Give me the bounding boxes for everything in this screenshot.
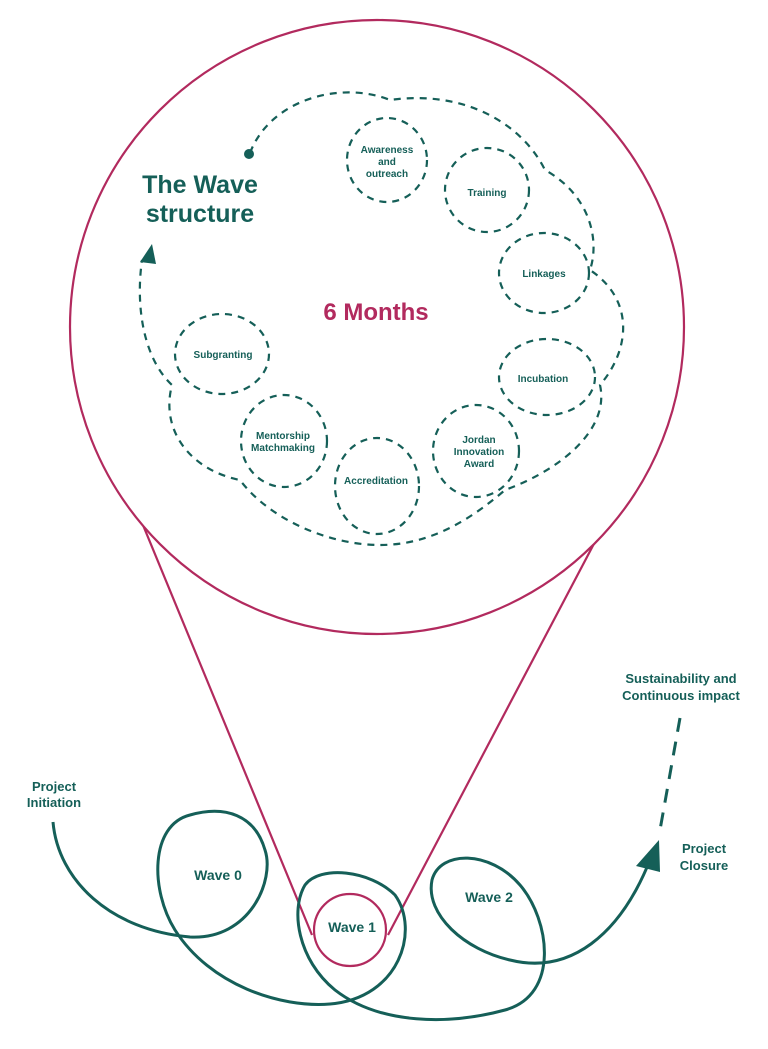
- duration-label: 6 Months: [323, 299, 428, 326]
- wave1-zoom-circle: [312, 892, 388, 968]
- accreditation-loop: [333, 436, 421, 536]
- mentorship-label-1: Mentorship: [256, 431, 310, 442]
- incubation-label: Incubation: [518, 374, 569, 385]
- zoom-line-left: [115, 461, 314, 936]
- wave-loop-path: [138, 91, 625, 547]
- subgranting-loop: [173, 312, 271, 396]
- sustainability-dashes: [658, 717, 682, 831]
- timeline-path: [51, 809, 652, 1021]
- linkages-loop: [497, 231, 591, 315]
- closure-label-1: Project: [682, 841, 727, 856]
- wave0-label: Wave 0: [194, 867, 242, 883]
- mentorship-label-2: Matchmaking: [251, 443, 315, 454]
- initiation-label-2: Initiation: [27, 795, 81, 810]
- wave2-label: Wave 2: [465, 889, 513, 905]
- incubation-loop: [497, 337, 597, 417]
- awareness-label-3: outreach: [366, 169, 408, 180]
- awareness-loop: [345, 116, 429, 204]
- awareness-label-2: and: [378, 157, 396, 168]
- sustainability-label-2: Continuous impact: [622, 688, 740, 703]
- award-loop: [431, 403, 521, 499]
- title-line-2: structure: [146, 200, 254, 228]
- initiation-label-1: Project: [32, 779, 77, 794]
- closure-label-2: Closure: [680, 858, 728, 873]
- training-label: Training: [468, 188, 507, 199]
- mentorship-loop: [239, 393, 329, 489]
- award-label-2: Innovation: [454, 447, 505, 458]
- award-label-1: Jordan: [462, 435, 495, 446]
- accreditation-label: Accreditation: [344, 476, 408, 487]
- closure-arrowhead: [636, 840, 660, 872]
- wave-zoom-circle: [68, 18, 686, 636]
- wave1-label: Wave 1: [328, 919, 376, 935]
- loop-arrowhead: [140, 244, 156, 264]
- award-label-3: Award: [464, 459, 494, 470]
- subgranting-label: Subgranting: [194, 350, 253, 361]
- loop-start-dot: [244, 149, 254, 159]
- training-loop: [443, 146, 531, 234]
- sustainability-label-1: Sustainability and: [625, 671, 736, 686]
- linkages-label: Linkages: [522, 269, 566, 280]
- title-line-1: The Wave: [142, 171, 258, 199]
- awareness-label-1: Awareness: [361, 145, 414, 156]
